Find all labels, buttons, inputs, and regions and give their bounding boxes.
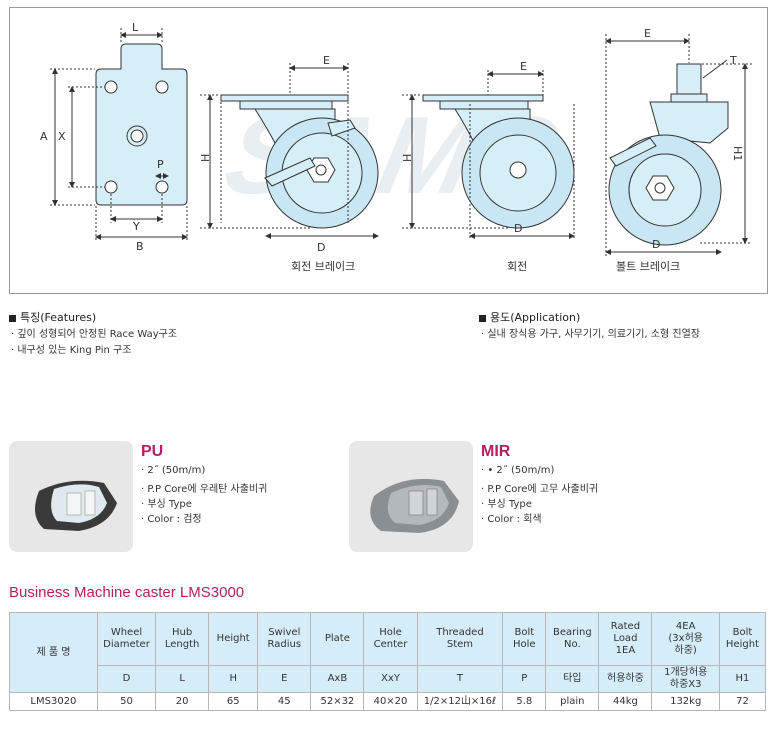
table-cell: 50 bbox=[96, 692, 157, 711]
table-cell: 1/2×12山×16ℓ bbox=[416, 692, 504, 711]
table-title: Business Machine caster LMS3000 bbox=[9, 584, 245, 601]
caption-swivel-brake: 회전 브레이크 bbox=[291, 260, 356, 273]
column-header: Bolt Height bbox=[718, 612, 767, 666]
dim-a-label: A bbox=[40, 130, 48, 143]
symbol-cell: 1개당허용 하중X3 bbox=[651, 665, 720, 693]
column-header: Height bbox=[208, 612, 259, 666]
material-spec-line: · Color : 회색 bbox=[481, 514, 542, 525]
bolt-brake-view bbox=[605, 34, 752, 258]
table-cell: 20 bbox=[155, 692, 210, 711]
material-spec-line: · 2˝ (50m/m) bbox=[141, 465, 206, 476]
column-header: Swivel Radius bbox=[257, 612, 312, 666]
table-cell: 40×20 bbox=[363, 692, 418, 711]
square-bullet-icon bbox=[9, 314, 16, 322]
material-spec-line: · P.P Core에 우레탄 사출비귀 bbox=[141, 484, 268, 495]
caster-drawings: SAMO bbox=[40, 21, 752, 258]
symbol-cell: AxB bbox=[310, 665, 365, 693]
swivel-view bbox=[402, 70, 575, 240]
symbol-cell: XxY bbox=[363, 665, 418, 693]
dim-y-label: Y bbox=[132, 220, 140, 233]
dim-e-label-2: E bbox=[520, 60, 527, 73]
column-header: Threaded Stem bbox=[416, 612, 504, 666]
dim-p-label: P bbox=[157, 158, 164, 171]
symbol-cell: 허용하중 bbox=[598, 665, 653, 693]
column-header: 4EA (3x허용 하중) bbox=[651, 612, 720, 666]
symbol-cell: H bbox=[208, 665, 259, 693]
material-spec-line: · P.P Core에 고무 사출비귀 bbox=[481, 484, 599, 495]
symbol-cell: 타입 bbox=[545, 665, 600, 693]
caster-diagram-panel: SAMO bbox=[9, 7, 768, 294]
table-row: LMS3020 50 20 65 45 52×32 40×20 1/2×12山×… bbox=[9, 692, 767, 711]
pu-wheel-photo bbox=[9, 441, 133, 552]
table-cell: 45 bbox=[257, 692, 312, 711]
column-header: Rated Load 1EA bbox=[598, 612, 653, 666]
symbol-cell: T bbox=[416, 665, 504, 693]
dim-b-label: B bbox=[136, 240, 144, 253]
dim-e-label-3: E bbox=[644, 27, 651, 40]
application-item-text: 실내 장식용 가구, 사무기기, 의료기기, 소형 진열장 bbox=[487, 329, 700, 340]
table-cell: LMS3020 bbox=[9, 692, 98, 711]
table-cell: 52×32 bbox=[310, 692, 365, 711]
application-item: · 실내 장식용 가구, 사무기기, 의료기기, 소형 진열장 bbox=[481, 329, 700, 340]
column-header: Wheel Diameter bbox=[96, 612, 157, 666]
dim-d-label-3: D bbox=[652, 238, 660, 251]
material-name-pu: PU bbox=[141, 443, 164, 460]
dim-d-label-1: D bbox=[317, 241, 325, 254]
table-cell: 132kg bbox=[651, 692, 720, 711]
table-cell: 65 bbox=[208, 692, 259, 711]
dim-h1-label: H1 bbox=[731, 146, 744, 161]
material-spec-line: · • 2˝ (50m/m) bbox=[481, 465, 555, 476]
material-spec-line: · 부싱 Type bbox=[481, 499, 532, 510]
product-header-cell: 제 품 명 bbox=[9, 612, 98, 693]
table-cell: 72 bbox=[718, 692, 767, 711]
features-item: · 내구성 있는 King Pin 구조 bbox=[11, 345, 132, 356]
table-header-row: 제 품 명 Wheel Diameter Hub Length Height S… bbox=[9, 612, 767, 693]
features-item-text: 깊이 성형되어 안정된 Race Way구조 bbox=[17, 329, 178, 340]
column-header: Bolt Hole bbox=[502, 612, 547, 666]
material-name-mir: MIR bbox=[481, 443, 511, 460]
dim-x-label: X bbox=[58, 130, 66, 143]
dim-e-label-1: E bbox=[323, 54, 330, 67]
table-cell: 44kg bbox=[598, 692, 653, 711]
dim-d-label-2: D bbox=[514, 222, 522, 235]
features-item: · 깊이 성형되어 안정된 Race Way구조 bbox=[11, 329, 178, 340]
symbol-cell: P bbox=[502, 665, 547, 693]
symbol-cell: E bbox=[257, 665, 312, 693]
symbol-cell: L bbox=[155, 665, 210, 693]
spec-table: 제 품 명 Wheel Diameter Hub Length Height S… bbox=[9, 612, 767, 711]
application-title-text: 용도(Application) bbox=[490, 311, 581, 324]
caption-swivel: 회전 bbox=[507, 260, 528, 273]
caption-bolt-brake: 볼트 브레이크 bbox=[616, 260, 681, 273]
swivel-brake-view bbox=[200, 63, 379, 239]
application-title: 용도(Application) bbox=[479, 309, 580, 325]
plate-top-view bbox=[50, 28, 188, 240]
column-header: Bearing No. bbox=[545, 612, 600, 666]
material-spec-line: · 부싱 Type bbox=[141, 499, 192, 510]
mir-wheel-photo bbox=[349, 441, 473, 552]
features-title-text: 특징(Features) bbox=[20, 311, 97, 324]
column-header: Hub Length bbox=[155, 612, 210, 666]
dim-l-label: L bbox=[132, 21, 139, 34]
material-spec-line: · Color : 검정 bbox=[141, 514, 202, 525]
column-header: Hole Center bbox=[363, 612, 418, 666]
features-item-text: 내구성 있는 King Pin 구조 bbox=[17, 345, 132, 356]
column-header: Plate bbox=[310, 612, 365, 666]
dim-t-label: T bbox=[729, 54, 737, 67]
dim-h-label-1: H bbox=[199, 154, 212, 162]
dim-h-label-2: H bbox=[401, 154, 414, 162]
features-title: 특징(Features) bbox=[9, 309, 96, 325]
table-cell: plain bbox=[545, 692, 600, 711]
table-cell: 5.8 bbox=[502, 692, 547, 711]
table-symbol-row: D L H E AxB XxY T P 타입 허용하중 1개당허용 하중X3 H… bbox=[9, 665, 767, 693]
symbol-cell: D bbox=[96, 665, 157, 693]
square-bullet-icon bbox=[479, 314, 486, 322]
symbol-cell: H1 bbox=[718, 665, 767, 693]
